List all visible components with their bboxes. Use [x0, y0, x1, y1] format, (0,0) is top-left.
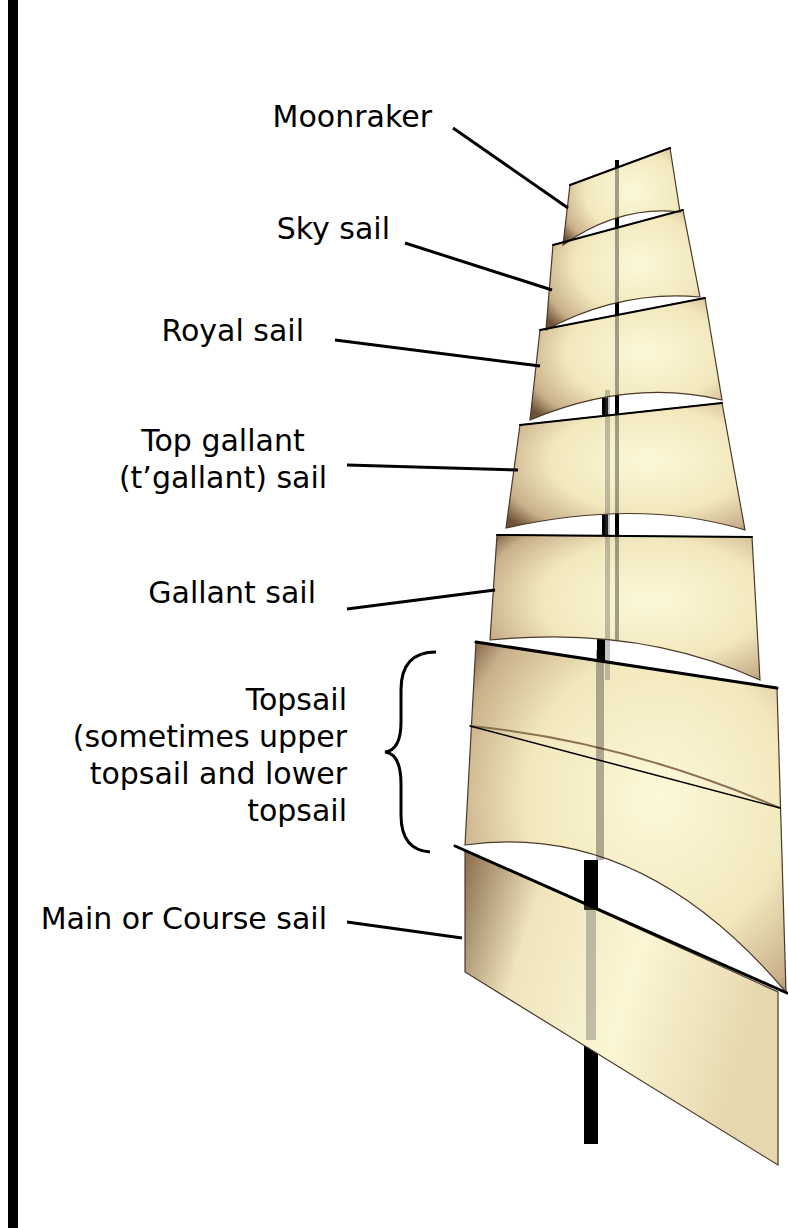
bracket — [385, 652, 436, 852]
mast-shadow — [584, 160, 619, 1040]
sails — [465, 148, 786, 1165]
sail-label: Sky sail — [277, 210, 390, 247]
frame-bar — [8, 0, 18, 1228]
sail-label: Royal sail — [161, 312, 304, 349]
sail-label: Top gallant (t’gallant) sail — [103, 422, 343, 496]
sail-label: Topsail (sometimes upper topsail and low… — [63, 681, 347, 829]
sail-label: Gallant sail — [148, 574, 316, 611]
leader-lines — [335, 128, 568, 938]
sail-label: Main or Course sail — [41, 900, 327, 937]
sail-label: Moonraker — [273, 98, 432, 135]
